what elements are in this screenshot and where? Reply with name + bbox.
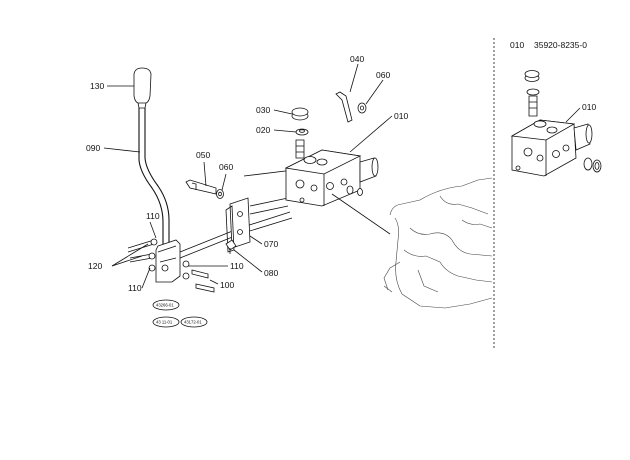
- mount-bolts: [185, 179, 224, 199]
- lever-bracket: [155, 239, 181, 283]
- callout-060-mid: 060: [219, 162, 233, 172]
- callout-030: 030: [256, 105, 270, 115]
- lever-rod: [138, 108, 164, 250]
- lever-knob: [133, 67, 152, 104]
- stamp-1: 43266-01: [156, 303, 174, 308]
- stamp-2: 43 11-01: [156, 320, 173, 325]
- callout-020: 020: [256, 125, 270, 135]
- mount-bracket: [225, 197, 289, 254]
- callout-120: 120: [88, 261, 102, 271]
- callout-080: 080: [264, 268, 278, 278]
- callout-090: 090: [86, 143, 100, 153]
- callout-labels: 130 090 040 060 030 020 010 050 060 110 …: [86, 54, 408, 293]
- callout-110-lower: 110: [128, 283, 142, 293]
- callout-060-top: 060: [376, 70, 390, 80]
- control-lever-assembly: [127, 67, 215, 293]
- stamp-3: 43172-01: [184, 320, 202, 325]
- callout-100: 100: [220, 280, 234, 290]
- callout-110-upper: 110: [146, 211, 160, 221]
- tractor-housing-outline: [383, 177, 493, 309]
- control-valve-main: [284, 107, 391, 235]
- serial-stamps: 43266-01 43 11-01 43172-01: [152, 299, 208, 328]
- callout-110-right: 110: [230, 261, 244, 271]
- top-bolt: [335, 91, 367, 123]
- leader-lines: [103, 63, 393, 289]
- callout-010: 010: [394, 111, 408, 121]
- callout-010-inset: 010: [582, 102, 596, 112]
- callout-130: 130: [90, 81, 104, 91]
- callout-040: 040: [350, 54, 364, 64]
- callout-070: 070: [264, 239, 278, 249]
- inset-ref: 010: [510, 40, 524, 50]
- inset-valve-assembly: 010 35920-8235-0 010: [510, 40, 602, 177]
- callout-050: 050: [196, 150, 210, 160]
- inset-part-number: 35920-8235-0: [534, 40, 587, 50]
